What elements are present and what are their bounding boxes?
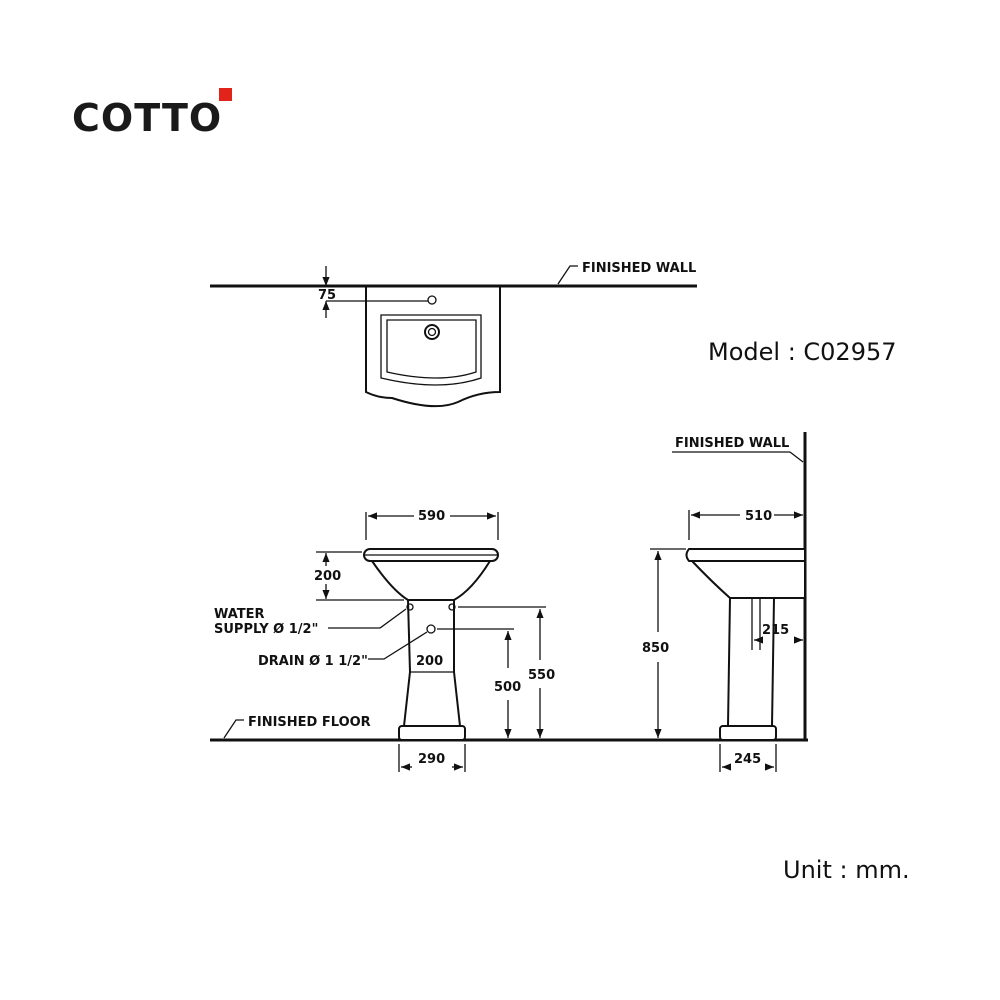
dim-supply-height: 550 bbox=[528, 668, 555, 683]
front-view: FINISHED FLOOR 590 200 WATER SUPPLY Ø 1/… bbox=[210, 509, 808, 772]
dim-bowl-height: 200 bbox=[314, 569, 341, 584]
unit-label: Unit : mm. bbox=[783, 856, 910, 884]
dim-front-width: 590 bbox=[418, 509, 445, 524]
dim-overall-height: 850 bbox=[642, 641, 669, 656]
top-basin-outline bbox=[365, 286, 501, 408]
tap-hole bbox=[427, 295, 437, 305]
top-basin-bowl bbox=[380, 314, 482, 386]
front-basin-bowl bbox=[370, 560, 492, 601]
water-supply-leader bbox=[328, 608, 407, 629]
floor-leader bbox=[223, 719, 244, 739]
supply-left-marker bbox=[406, 603, 414, 611]
top-wall-leader bbox=[557, 265, 578, 285]
side-pedestal bbox=[726, 597, 776, 727]
dim-tap-offset: 75 bbox=[318, 288, 336, 303]
front-pedestal-base bbox=[398, 725, 466, 741]
drain-marker bbox=[426, 624, 436, 634]
supply-right-marker bbox=[448, 603, 456, 611]
drain-leader bbox=[368, 631, 428, 660]
model-label: Model : C02957 bbox=[708, 338, 897, 366]
dim-front-base: 290 bbox=[418, 752, 445, 767]
dim-drain-height: 500 bbox=[494, 680, 521, 695]
water-supply-label-line2: SUPPLY Ø 1/2" bbox=[214, 622, 318, 637]
top-view: FINISHED WALL 75 bbox=[210, 261, 697, 408]
dim-side-base: 245 bbox=[734, 752, 761, 767]
water-supply-label-line1: WATER bbox=[214, 607, 265, 622]
dim-wall-offset: 215 bbox=[762, 623, 789, 638]
side-view: FINISHED WALL 510 850 215 245 bbox=[642, 432, 807, 772]
side-pedestal-base bbox=[719, 725, 777, 741]
brand-logo: COTTO bbox=[72, 96, 223, 140]
drain-label: DRAIN Ø 1 1/2" bbox=[258, 654, 368, 669]
top-wall-label: FINISHED WALL bbox=[582, 261, 696, 276]
side-basin-bowl bbox=[689, 560, 806, 599]
drain-hole bbox=[424, 324, 440, 340]
side-wall-leader bbox=[789, 451, 804, 463]
side-basin-rim bbox=[685, 548, 806, 562]
floor-label: FINISHED FLOOR bbox=[248, 715, 371, 730]
dim-side-depth: 510 bbox=[745, 509, 772, 524]
top-basin-bowl-inner bbox=[386, 319, 477, 379]
side-wall-label: FINISHED WALL bbox=[675, 436, 789, 451]
dim-pipe-spacing: 200 bbox=[416, 654, 443, 669]
brand-logo-square bbox=[219, 88, 232, 101]
